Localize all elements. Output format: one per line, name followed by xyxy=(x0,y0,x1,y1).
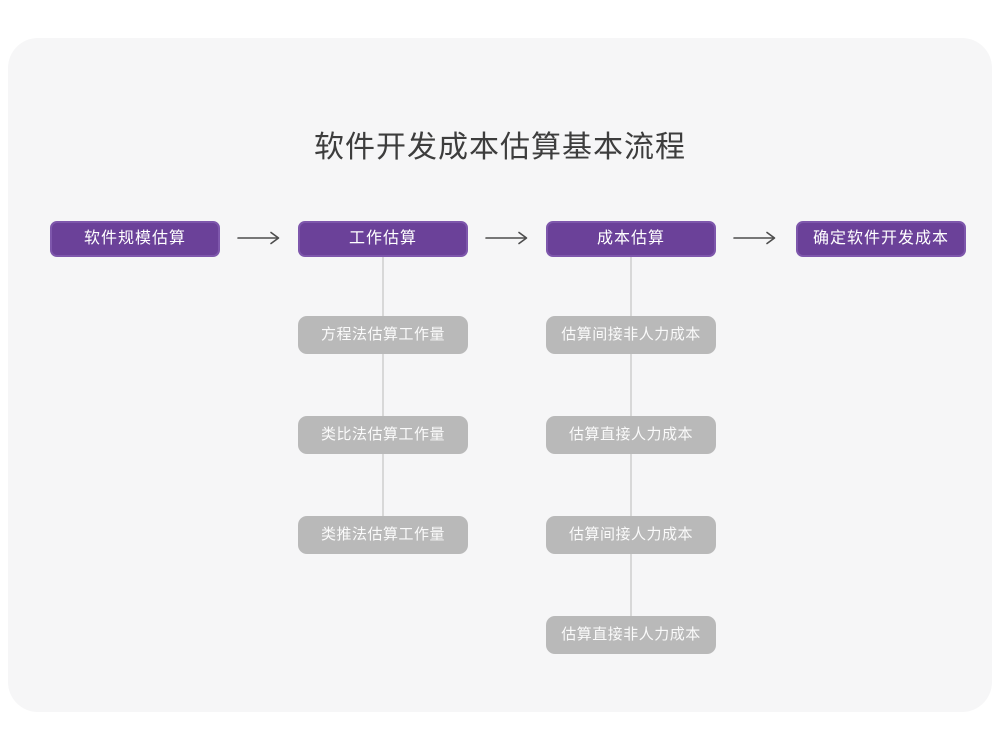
stage-node-effort-estimation: 工作估算 xyxy=(298,221,468,257)
substep-node-indirect-nonlabor-cost: 估算间接非人力成本 xyxy=(546,316,716,354)
stage-node-cost-estimation: 成本估算 xyxy=(546,221,716,257)
diagram-title: 软件开发成本估算基本流程 xyxy=(314,131,686,164)
arrow-right-icon xyxy=(484,231,530,245)
arrow-right-icon xyxy=(236,231,282,245)
substep-node-equation-method: 方程法估算工作量 xyxy=(298,316,468,354)
substep-node-analogy-method: 类比法估算工作量 xyxy=(298,416,468,454)
substep-node-extrapolation-method: 类推法估算工作量 xyxy=(298,516,468,554)
substep-node-direct-labor-cost: 估算直接人力成本 xyxy=(546,416,716,454)
substep-node-direct-nonlabor-cost: 估算直接非人力成本 xyxy=(546,616,716,654)
substep-node-indirect-labor-cost: 估算间接人力成本 xyxy=(546,516,716,554)
arrow-right-icon xyxy=(732,231,778,245)
stage-node-software-size-estimation: 软件规模估算 xyxy=(50,221,220,257)
stage-node-determine-development-cost: 确定软件开发成本 xyxy=(796,221,966,257)
diagram-card: 软件开发成本估算基本流程 软件规模估算 工作估算 成本估算 确定软件开发成本 xyxy=(8,38,992,712)
connector-line-effort-substeps xyxy=(382,256,384,535)
